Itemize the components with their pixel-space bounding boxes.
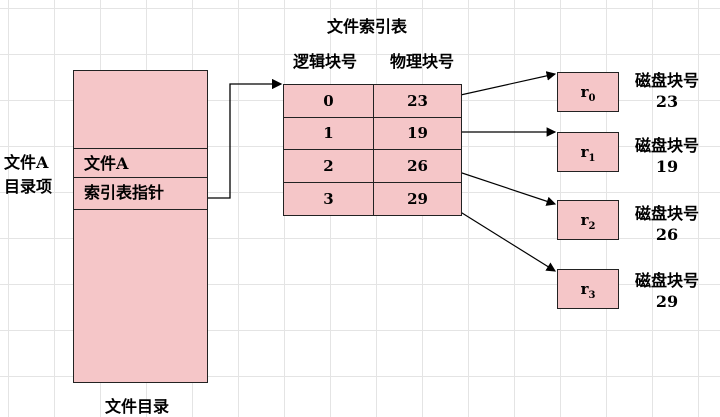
directory-entry-pointer: 索引表指针 — [84, 183, 165, 202]
index-table-row-divider — [284, 117, 461, 118]
directory-entry-divider-mid — [74, 177, 207, 178]
logical-block-2: 2 — [323, 157, 334, 175]
file-directory: 文件A 索引表指针 — [73, 70, 208, 383]
logical-block-1: 1 — [323, 124, 334, 142]
index-table-title: 文件索引表 — [327, 17, 408, 36]
index-table-column-divider — [373, 85, 374, 215]
logical-column-header: 逻辑块号 — [293, 52, 358, 71]
logical-block-3: 3 — [323, 190, 334, 208]
index-pointer-arrow — [186, 78, 283, 199]
disk-block-r2: r2 — [557, 200, 619, 240]
file-a-label: 文件A — [4, 153, 49, 172]
physical-block-2: 26 — [407, 157, 428, 175]
disk-block-r0: r0 — [557, 72, 619, 112]
physical-block-0: 23 — [407, 92, 428, 110]
directory-caption: 文件目录 — [105, 397, 170, 416]
physical-block-3: 29 — [407, 190, 428, 208]
logical-block-0: 0 — [323, 92, 334, 110]
directory-entry-name: 文件A — [84, 154, 129, 173]
disk-block-r1: r1 — [557, 132, 619, 172]
physical-column-header: 物理块号 — [390, 52, 455, 71]
directory-entry-divider-top — [74, 148, 207, 149]
directory-entry-label: 目录项 — [4, 177, 53, 196]
index-table-row-divider — [284, 149, 461, 150]
index-table: 0 23 1 19 2 26 3 29 — [283, 84, 462, 216]
disk-block-r3: r3 — [557, 269, 619, 309]
physical-block-1: 19 — [407, 124, 428, 142]
index-table-row-divider — [284, 182, 461, 183]
directory-entry-divider-bottom — [74, 209, 207, 210]
